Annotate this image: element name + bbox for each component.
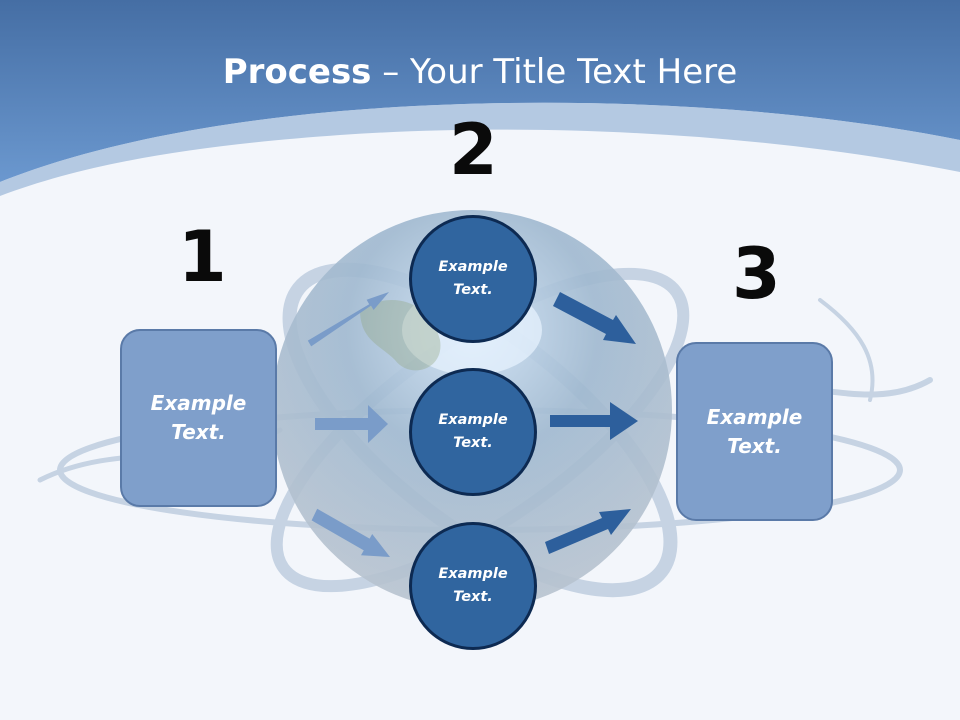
step1-box[interactable]: Example Text.	[120, 329, 277, 507]
title-bold-part: Process	[222, 52, 372, 92]
header-band	[0, 0, 960, 182]
title-rest-part: – Your Title Text Here	[371, 52, 738, 92]
step-number-1: 1	[178, 216, 227, 298]
step2-node-middle-text: Example Text.	[438, 412, 508, 451]
step3-box-text: Example Text.	[706, 404, 803, 458]
arrow-middle-to-box3	[550, 402, 638, 440]
arrow-box1-to-top	[307, 292, 389, 347]
step-number-2: 2	[449, 109, 498, 191]
step2-node-top-text: Example Text.	[438, 259, 508, 298]
step2-node-bottom-text: Example Text.	[438, 566, 508, 605]
arrow-bottom-to-box3	[545, 509, 631, 554]
flow-arrows	[307, 292, 638, 557]
slide-title: Process – Your Title Text Here	[0, 52, 960, 92]
arrow-box1-to-bottom	[311, 508, 390, 557]
arrow-box1-to-middle	[315, 405, 388, 443]
arrow-top-to-box3	[553, 292, 636, 344]
step2-node-top[interactable]: Example Text.	[409, 215, 537, 343]
step2-node-middle[interactable]: Example Text.	[409, 368, 537, 496]
step3-box[interactable]: Example Text.	[676, 342, 833, 521]
step1-box-text: Example Text.	[150, 391, 247, 444]
step2-node-bottom[interactable]: Example Text.	[409, 522, 537, 650]
step-number-3: 3	[732, 233, 781, 315]
